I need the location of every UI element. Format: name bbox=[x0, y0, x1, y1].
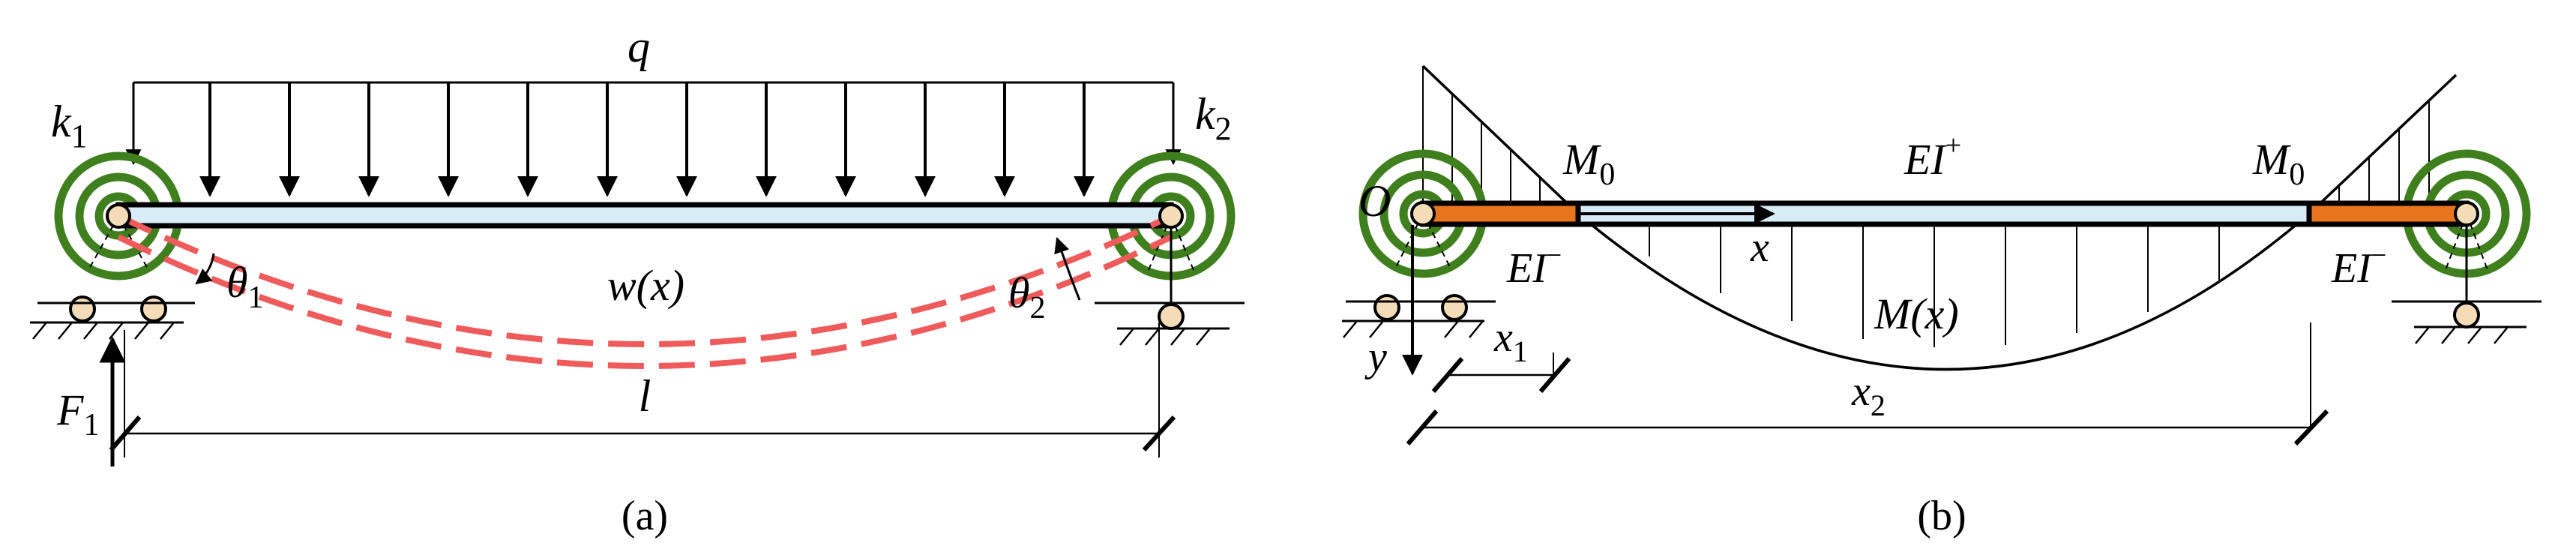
length-label: l bbox=[639, 371, 651, 421]
theta1-arc bbox=[195, 253, 215, 285]
stiff-segment-right bbox=[2306, 200, 2470, 227]
y-axis-label: y bbox=[1364, 334, 1387, 380]
support-right-b bbox=[2392, 201, 2542, 344]
pin-right-b bbox=[2454, 201, 2479, 226]
roller-left-b-1 bbox=[1373, 294, 1400, 321]
pin-left-b bbox=[1410, 201, 1436, 226]
ei-plus-label: EI+ bbox=[1904, 130, 1961, 184]
m0-left-label: M0 bbox=[1562, 135, 1615, 192]
support-left bbox=[30, 203, 195, 340]
origin-label: O bbox=[1358, 176, 1391, 226]
moment-curve bbox=[1421, 64, 2458, 371]
length-dimension bbox=[109, 322, 1176, 458]
pin-right bbox=[1158, 203, 1184, 229]
stiff-segment-left bbox=[1420, 200, 1581, 227]
roller-right bbox=[1158, 303, 1185, 330]
x2-dimension bbox=[1406, 322, 2329, 446]
ei-minus-left-label: EI− bbox=[1506, 240, 1562, 292]
pin-left bbox=[106, 203, 131, 229]
distributed-load bbox=[125, 81, 1182, 197]
deflection-curves bbox=[117, 213, 1173, 369]
ei-minus-right-label: EI− bbox=[2331, 240, 2386, 292]
support-left-b bbox=[1342, 201, 1496, 338]
load-label: q bbox=[628, 22, 650, 71]
moment-label: M(x) bbox=[1874, 290, 1959, 338]
x2-label: x2 bbox=[1851, 368, 1886, 422]
panel-b: x y bbox=[1342, 64, 2542, 539]
k2-label: k2 bbox=[1195, 89, 1232, 147]
theta2-arc bbox=[1054, 237, 1081, 301]
roller-left-b-2 bbox=[1441, 294, 1468, 321]
support-right bbox=[1095, 203, 1245, 346]
theta1-label: θ1 bbox=[226, 258, 264, 315]
x1-label: x1 bbox=[1493, 314, 1528, 368]
caption-b: (b) bbox=[1917, 493, 1966, 539]
roller-left-1 bbox=[69, 296, 96, 322]
m0-right-label: M0 bbox=[2252, 135, 2305, 192]
roller-left-2 bbox=[140, 296, 167, 322]
beam bbox=[115, 202, 1174, 229]
panel-a: q k1 k2 w(x) θ bbox=[30, 22, 1245, 539]
x1-dimension bbox=[1431, 352, 1571, 393]
roller-right-b bbox=[2453, 302, 2480, 328]
deflection-label: w(x) bbox=[607, 261, 684, 310]
k1-label: k1 bbox=[51, 97, 88, 154]
caption-a: (a) bbox=[622, 493, 668, 539]
x-axis-label: x bbox=[1750, 224, 1769, 271]
force-label: F1 bbox=[56, 386, 99, 442]
theta2-label: θ2 bbox=[1008, 268, 1046, 326]
